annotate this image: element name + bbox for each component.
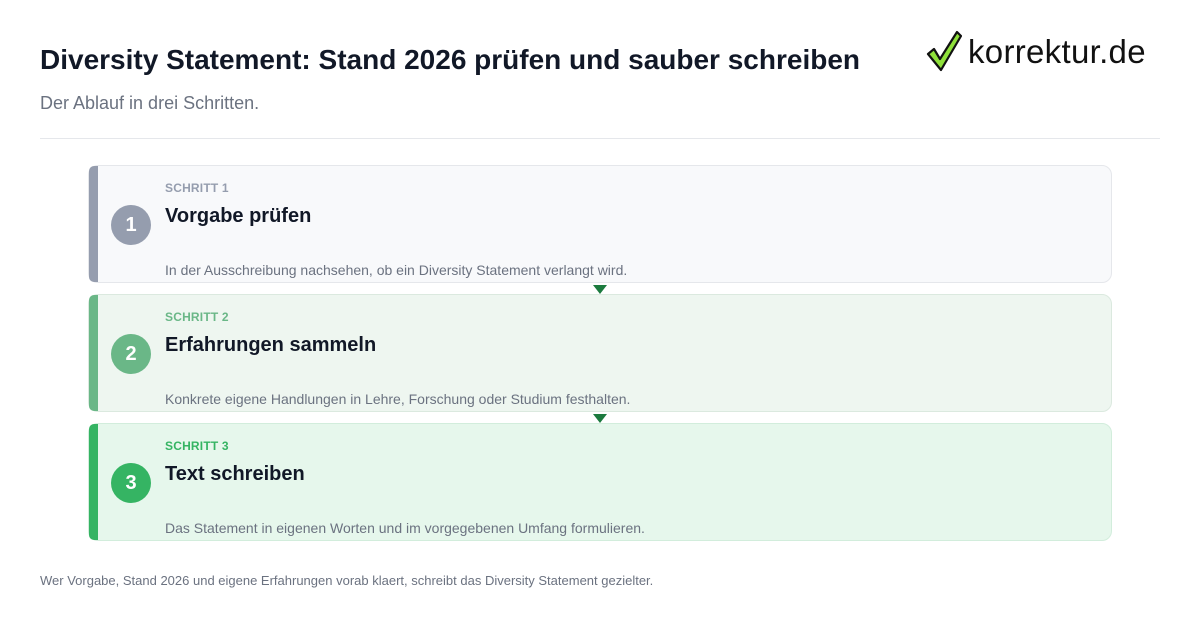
checkmark-icon xyxy=(926,30,962,72)
step-number-badge: 3 xyxy=(111,463,151,503)
step-number-badge: 2 xyxy=(111,334,151,374)
step-description: Konkrete eigene Handlungen in Lehre, For… xyxy=(165,391,631,407)
header-divider xyxy=(40,138,1160,139)
step-kicker: SCHRITT 1 xyxy=(165,181,229,195)
step-kicker: SCHRITT 3 xyxy=(165,439,229,453)
step-accent-bar xyxy=(89,424,98,540)
step-title: Erfahrungen sammeln xyxy=(165,334,377,356)
step-description: In der Ausschreibung nachsehen, ob ein D… xyxy=(165,262,628,278)
step-connector-arrow-icon xyxy=(593,285,607,294)
step-card-3: 3 SCHRITT 3 Text schreiben Das Statement… xyxy=(88,423,1112,541)
step-description: Das Statement in eigenen Worten und im v… xyxy=(165,520,645,536)
logo-wordmark: korrektur.de xyxy=(968,32,1146,70)
step-kicker: SCHRITT 2 xyxy=(165,310,229,324)
step-card-2: 2 SCHRITT 2 Erfahrungen sammeln Konkrete… xyxy=(88,294,1112,412)
footer-note: Wer Vorgabe, Stand 2026 und eigene Erfah… xyxy=(40,573,654,588)
step-title: Vorgabe prüfen xyxy=(165,205,312,227)
step-accent-bar xyxy=(89,166,98,282)
brand-logo[interactable]: korrektur.de xyxy=(926,30,1146,72)
step-card-1: 1 SCHRITT 1 Vorgabe prüfen In der Aussch… xyxy=(88,165,1112,283)
step-accent-bar xyxy=(89,295,98,411)
step-connector-arrow-icon xyxy=(593,414,607,423)
page-title: Diversity Statement: Stand 2026 prüfen u… xyxy=(40,44,861,75)
step-title: Text schreiben xyxy=(165,463,305,485)
page-subtitle: Der Ablauf in drei Schritten. xyxy=(40,93,260,113)
step-number-badge: 1 xyxy=(111,205,151,245)
